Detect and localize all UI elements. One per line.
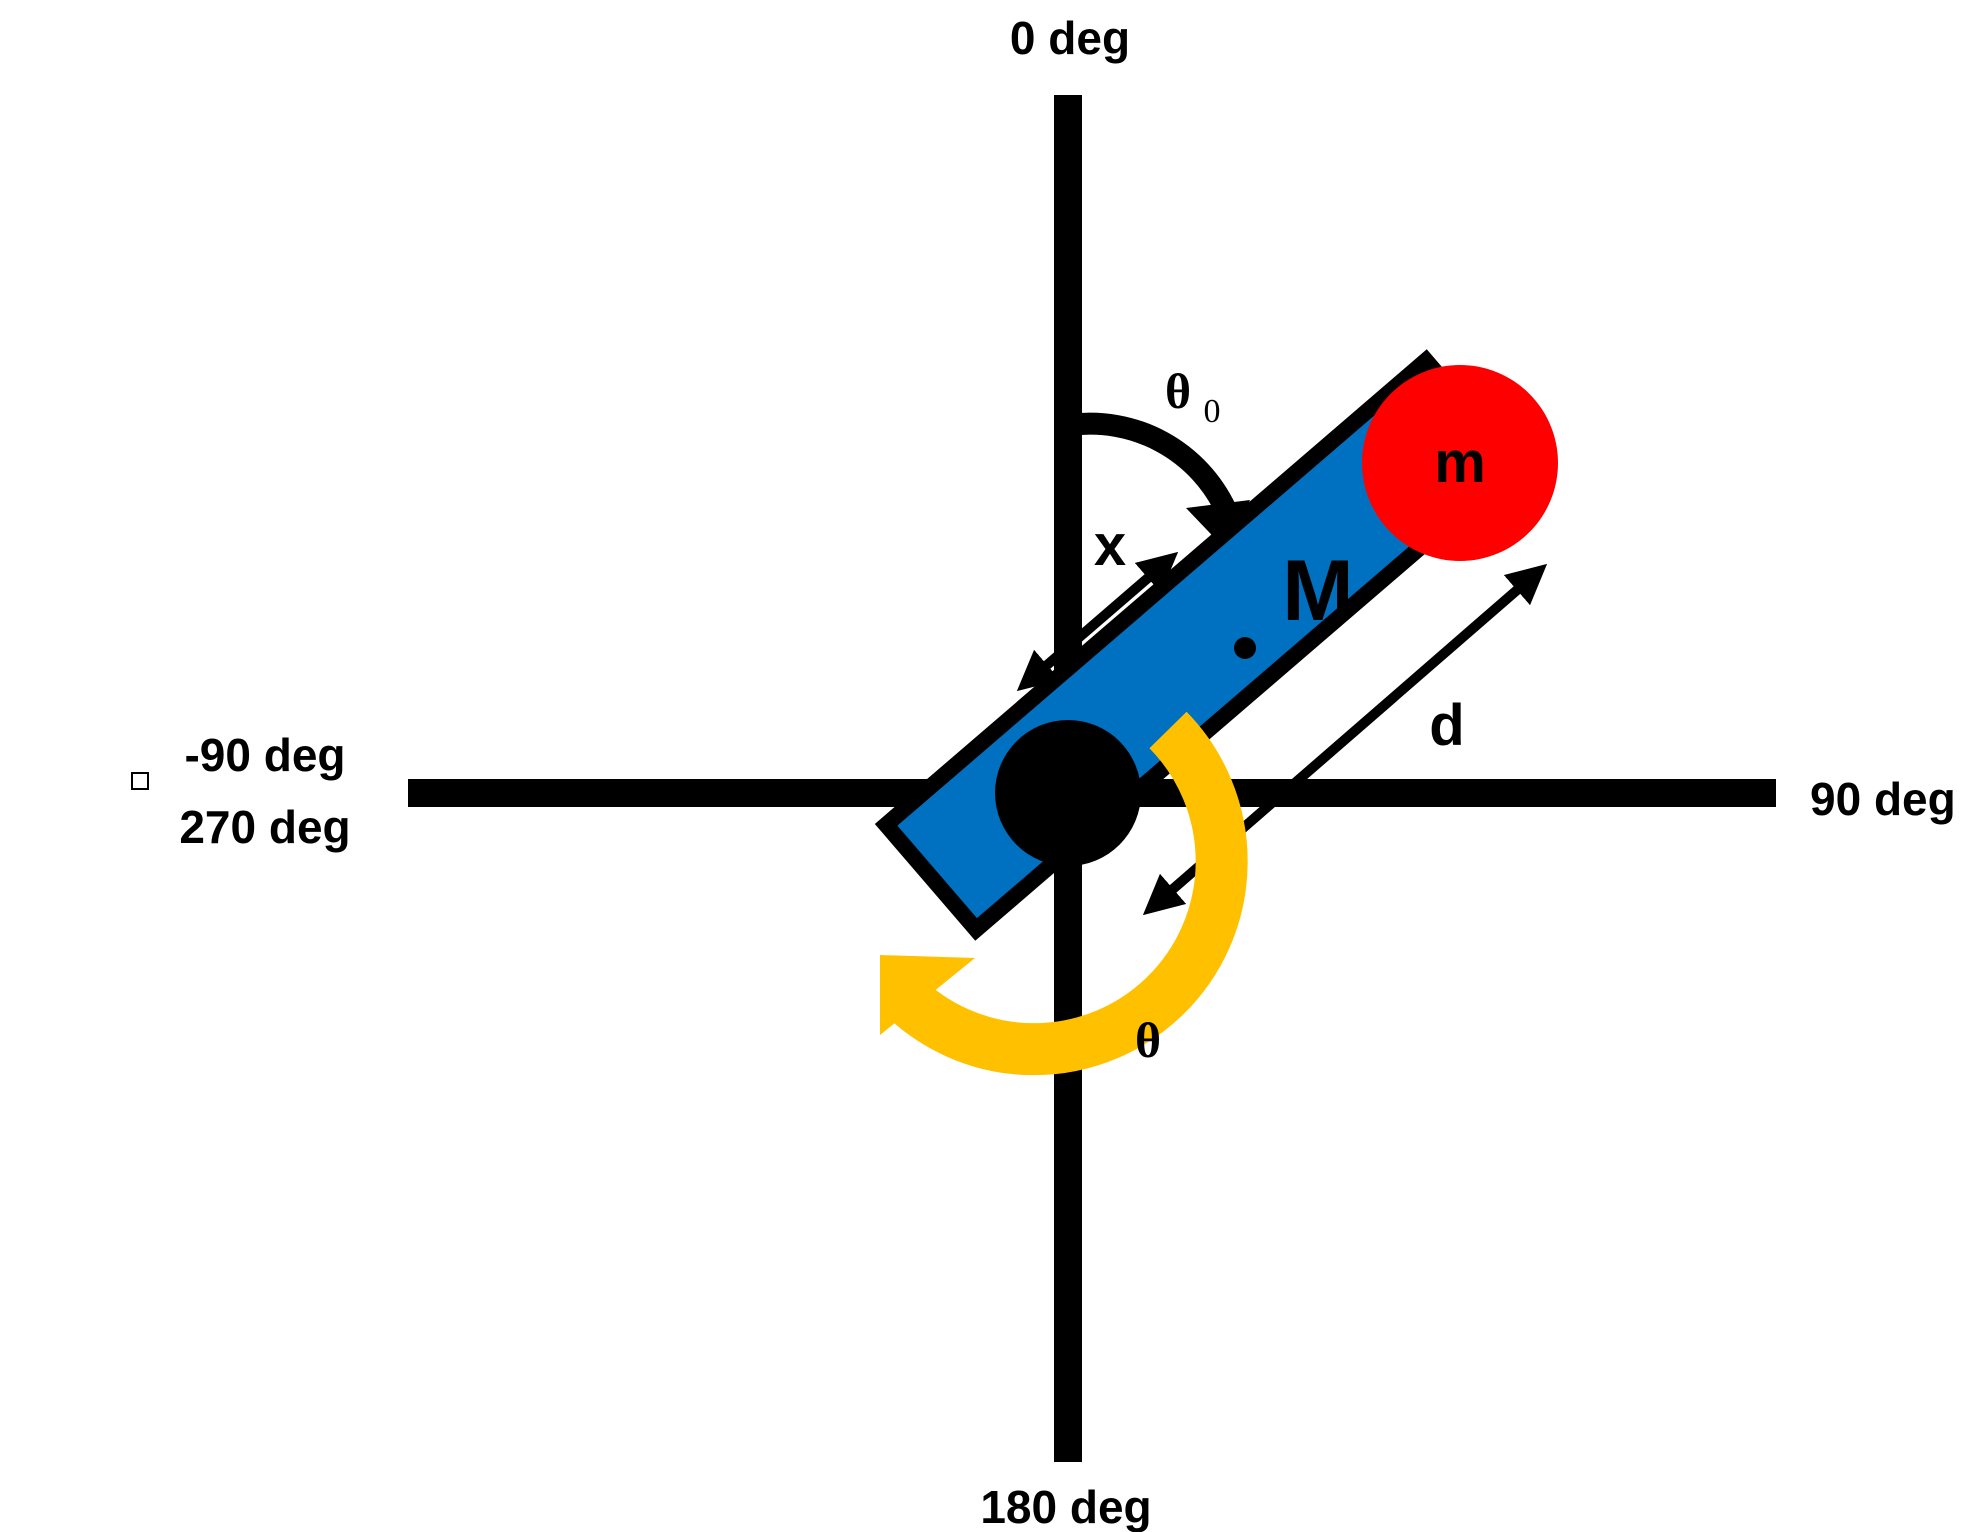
rotation-arrow-body (881, 711, 1248, 1076)
x-dimension-arrow (1016, 551, 1179, 692)
x-label: x (1094, 513, 1126, 578)
theta0-subscript: 0 (1204, 393, 1221, 430)
small-mass-label: m (1434, 430, 1486, 495)
big-mass-label: M (1282, 543, 1354, 639)
label-minus-90-deg: -90 deg (184, 729, 345, 781)
theta-label: θ (1135, 1012, 1161, 1068)
d-label: d (1429, 693, 1464, 758)
theta0-arrowhead (1186, 500, 1250, 552)
theta0-angle-arc (1068, 412, 1236, 515)
pivot-circle (995, 720, 1141, 866)
rotation-arrowhead (880, 955, 975, 1035)
small-square-icon (131, 772, 149, 790)
label-270-deg: 270 deg (179, 801, 350, 853)
center-of-mass-dot (1234, 637, 1256, 659)
theta0-label: θ (1165, 363, 1191, 419)
label-0-deg: 0 deg (1010, 12, 1130, 64)
label-180-deg: 180 deg (980, 1481, 1151, 1532)
small-mass-circle (1362, 365, 1558, 561)
label-90-deg: 90 deg (1810, 773, 1956, 825)
